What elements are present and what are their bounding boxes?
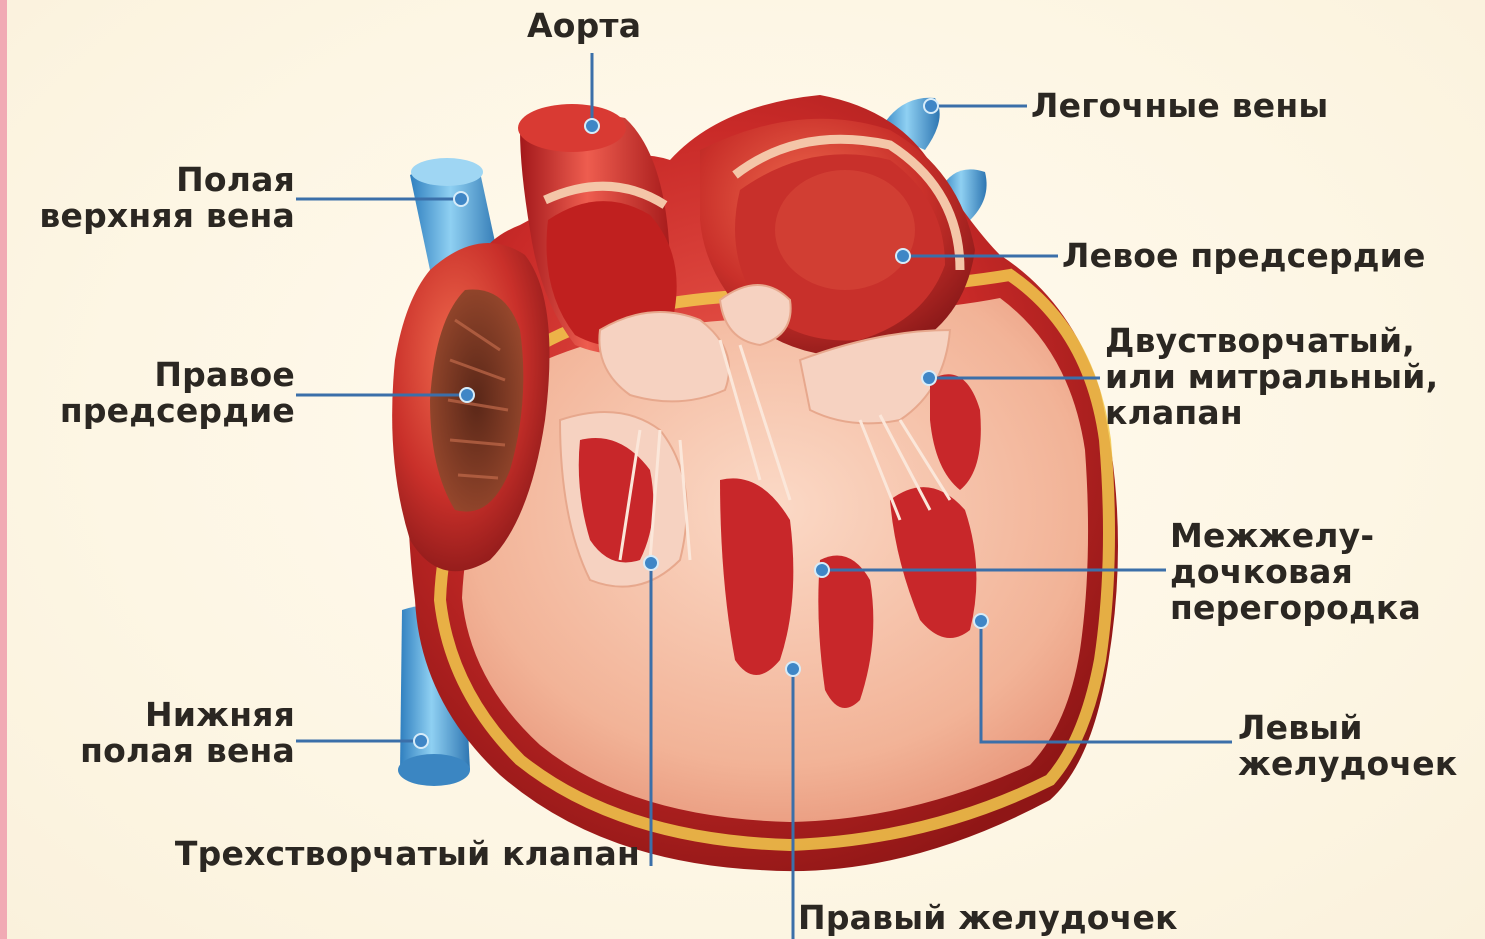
label-inferior-vena-cava-line-1: Нижняя (80, 697, 295, 733)
aorta-dot (585, 119, 599, 133)
label-aorta-line-1: Аорта (527, 8, 641, 44)
right-ventricle-dot (786, 662, 800, 676)
label-aorta: Аорта (527, 8, 641, 44)
label-right-ventricle: Правый желудочек (798, 900, 1178, 936)
septum-dot (815, 563, 829, 577)
tricuspid-valve-dot (644, 556, 658, 570)
label-superior-vena-cava-line-2: верхняя вена (39, 198, 295, 234)
label-mitral-valve-line-3: клапан (1105, 395, 1438, 431)
label-tricuspid-valve: Трехстворчатый клапан (175, 836, 640, 872)
label-left-atrium: Левое предсердие (1062, 238, 1426, 274)
label-inferior-vena-cava-line-2: полая вена (80, 733, 295, 769)
label-right-ventricle-line-1: Правый желудочек (798, 900, 1178, 936)
label-left-ventricle-line-1: Левый (1238, 710, 1457, 746)
label-inferior-vena-cava: Нижняя полая вена (80, 697, 295, 769)
label-superior-vena-cava: Полая верхняя вена (39, 162, 295, 234)
label-septum-line-2: дочковая (1170, 554, 1421, 590)
superior-vena-cava-dot (454, 192, 468, 206)
right-atrium-dot (460, 388, 474, 402)
label-pulmonary-veins-line-1: Легочные вены (1031, 88, 1328, 124)
label-septum: Межжелу- дочковая перегородка (1170, 518, 1421, 626)
left-ventricle-dot (974, 614, 988, 628)
label-right-atrium-line-1: Правое (60, 357, 295, 393)
label-right-atrium-line-2: предсердие (60, 393, 295, 429)
label-mitral-valve-line-2: или митральный, (1105, 359, 1438, 395)
label-right-atrium: Правое предсердие (60, 357, 295, 429)
label-superior-vena-cava-line-1: Полая (39, 162, 295, 198)
label-pulmonary-veins: Легочные вены (1031, 88, 1328, 124)
label-left-ventricle: Левый желудочек (1238, 710, 1457, 782)
label-left-ventricle-line-2: желудочек (1238, 746, 1457, 782)
mitral-valve-dot (922, 371, 936, 385)
label-left-atrium-line-1: Левое предсердие (1062, 238, 1426, 274)
label-septum-line-1: Межжелу- (1170, 518, 1421, 554)
pulmonary-veins-dot (924, 99, 938, 113)
label-septum-line-3: перегородка (1170, 590, 1421, 626)
label-mitral-valve: Двустворчатый, или митральный, клапан (1105, 323, 1438, 431)
left-atrium-dot (896, 249, 910, 263)
inferior-vena-cava-dot (414, 734, 428, 748)
label-mitral-valve-line-1: Двустворчатый, (1105, 323, 1438, 359)
label-tricuspid-valve-line-1: Трехстворчатый клапан (175, 836, 640, 872)
